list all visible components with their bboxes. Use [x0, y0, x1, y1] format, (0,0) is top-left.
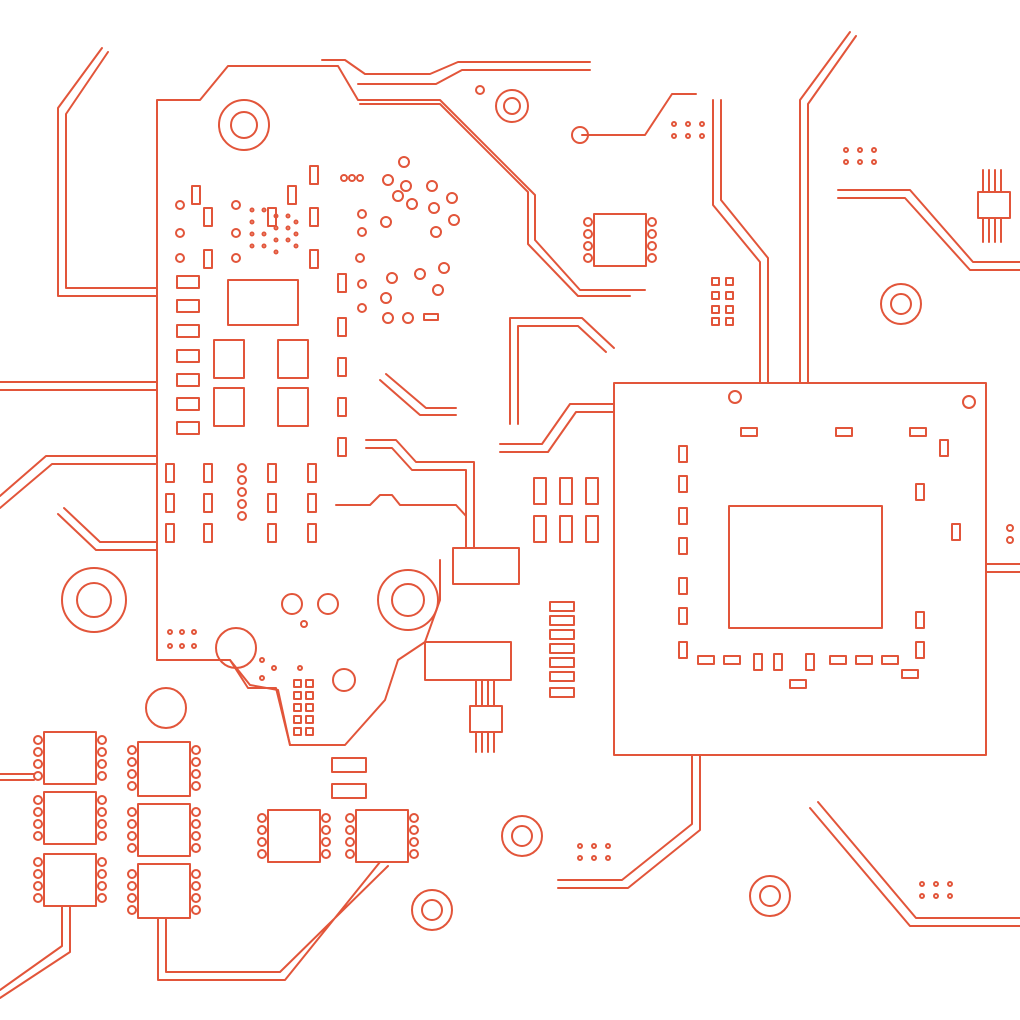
ic-square-4: [278, 388, 308, 426]
trace-left-low: [58, 508, 157, 550]
resistor-stack-middle: [550, 602, 574, 697]
trace-top-6: [800, 32, 856, 382]
header-pins-lower-legs: [476, 680, 494, 752]
ic-block-top: [228, 280, 298, 325]
via-right-edge-1: [1007, 525, 1013, 531]
resistor-pair-1: [332, 758, 366, 772]
mount-hole-mid: [378, 570, 438, 630]
mount-hole-top: [219, 100, 269, 150]
ic-square-1: [214, 340, 244, 378]
mount-hole-right-inner: [891, 294, 911, 314]
connector-block-lower: [425, 642, 511, 680]
trace-top-4: [582, 94, 696, 135]
via-right-edge-2: [1007, 537, 1013, 543]
connector-block-mid: [453, 548, 519, 584]
soic-chips-bottom-left: [44, 732, 408, 918]
small-capacitors: [166, 166, 438, 542]
mount-hole-top-small-inner: [504, 98, 520, 114]
pad-dots-left: [168, 630, 302, 680]
large-pad-1: [216, 628, 256, 668]
mount-hole-bottom-2-inner: [422, 900, 442, 920]
mount-hole-bottom-1: [502, 816, 542, 856]
via-grid-upper: [251, 209, 297, 253]
header-pins-lower: [470, 706, 502, 732]
via-top-ring: [572, 127, 588, 143]
dot-grid-bottom: [578, 844, 952, 898]
trace-left-top: [58, 48, 157, 296]
trace-mid-bracket: [510, 318, 614, 424]
trace-top-2: [358, 70, 590, 84]
mount-hole-bottom-2: [412, 890, 452, 930]
trace-left-diag: [0, 456, 157, 508]
mount-hole-top-small: [496, 90, 528, 122]
left-resistor-column: [177, 276, 199, 434]
header-pins-top-right-legs: [983, 170, 1001, 242]
chip-pads: [679, 428, 960, 688]
trace-mid-a: [380, 374, 456, 415]
mount-hole-bottom-3-inner: [760, 886, 780, 906]
ic-square-3: [214, 388, 244, 426]
trace-top-3: [360, 104, 630, 296]
main-processor-chip: [614, 383, 986, 755]
ic-top-small: [594, 214, 646, 266]
header-pins-top-right: [978, 192, 1010, 218]
trace-mid-b: [500, 404, 614, 452]
small-pad-grid-lower: [294, 680, 313, 735]
trace-left-mid: [0, 382, 157, 390]
mount-hole-bottom-1-inner: [512, 826, 532, 846]
trace-bottom-left-2: [0, 906, 70, 998]
small-vias: [176, 157, 459, 691]
mount-hole-right: [881, 284, 921, 324]
mount-hole-mid-inner: [392, 584, 424, 616]
via-top-tiny: [476, 86, 484, 94]
trace-mid-c: [366, 440, 474, 548]
trace-mid-d: [336, 495, 466, 516]
mount-hole-bottom-3: [750, 876, 790, 916]
resistor-pair-2: [332, 784, 366, 798]
processor-die: [729, 506, 882, 628]
trace-bottom-left-1: [0, 774, 34, 780]
trace-top-1: [322, 60, 590, 74]
trace-top-5: [713, 100, 768, 382]
ic-square-2: [278, 340, 308, 378]
capacitor-array-middle: [534, 478, 598, 542]
mount-hole-top-inner: [231, 112, 257, 138]
dot-grid-top: [672, 122, 876, 164]
soic-pins: [34, 736, 418, 914]
trace-bottom-right: [810, 802, 1020, 926]
left-board-lower-contour: [157, 660, 290, 745]
pad-grid-top: [712, 278, 733, 325]
large-pad-2: [146, 688, 186, 728]
trace-bottom-center: [558, 756, 700, 888]
trace-bottom-left-3: [158, 862, 388, 980]
trace-right-top: [838, 190, 1020, 270]
chip-pin1-marker: [729, 391, 741, 403]
mount-hole-left: [62, 568, 126, 632]
mount-hole-left-inner: [77, 583, 111, 617]
chip-corner-marker: [963, 396, 975, 408]
trace-right-mid: [986, 564, 1020, 572]
ic-top-small-pins: [584, 218, 656, 262]
